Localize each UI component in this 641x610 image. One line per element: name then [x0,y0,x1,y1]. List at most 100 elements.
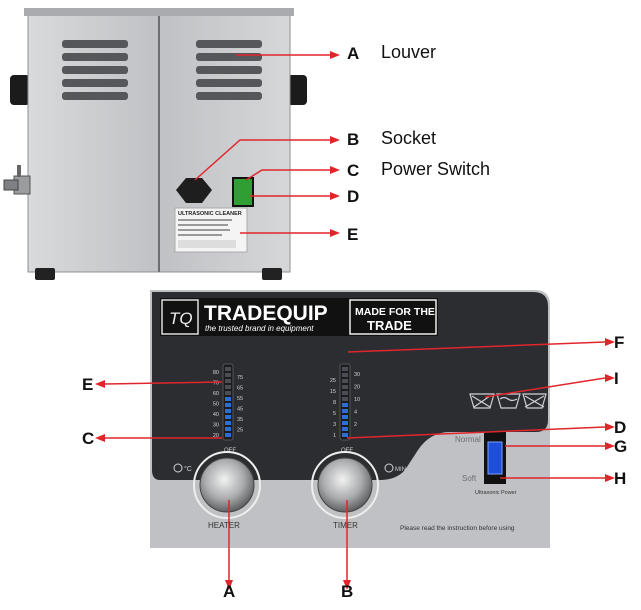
heater-right-tick-label: 65 [237,386,243,392]
badge-line1: MADE FOR THE [355,306,435,318]
power-socket [176,178,212,203]
heater-right-tick-label: 35 [237,417,243,423]
led-segment [225,367,231,371]
led-segment [342,415,348,419]
ultrasonic-switch [487,441,503,475]
left-handle [10,75,30,105]
power-switch [232,177,254,207]
led-segment [342,367,348,371]
heater-left-tick-label: 20 [213,433,219,439]
led-segment [342,427,348,431]
bottom-callout-G: G [614,437,628,456]
right-foot [262,268,282,280]
led-segment [225,403,231,407]
control-panel: TQ TRADEQUIP the trusted brand in equipm… [150,290,550,548]
right-handle [287,75,307,105]
led-segment [225,409,231,413]
timer-right-tick-label: 2 [354,422,357,428]
timer-right-tick-label: 10 [354,397,360,403]
timer-left-tick-label: 5 [333,411,336,417]
led-segment [342,409,348,413]
brand-mark-box [161,299,199,335]
brand-mark: TQ [169,309,193,328]
top-desc-C: Power Switch [381,159,491,179]
cleaner-back-view: ULTRASONIC CLEANER [3,8,340,280]
heater-right-tick-label: 45 [237,407,243,413]
led-segment [342,421,348,425]
timer-left-tick-label: 3 [333,422,336,428]
top-desc-B: Socket [381,128,437,148]
bottom-callout-lines [104,341,606,580]
top-callout-E: E [347,225,359,244]
top-callout-A: A [347,44,360,63]
timer-label: TIMER [333,521,358,530]
bottom-callout-H: H [614,469,627,488]
timer-left-tick-label: 25 [330,378,336,384]
bottom-callout-D: D [614,418,627,437]
led-segment [342,403,348,407]
led-segment [342,391,348,395]
led-segment [225,379,231,383]
heater-left-tick-label: 60 [213,391,219,397]
heater-label: HEATER [208,521,240,530]
heater-knob [199,457,255,513]
rating-sticker: ULTRASONIC CLEANER [174,207,248,253]
bottom-callout-F: F [614,333,625,352]
bottom-callout-I: I [614,369,619,388]
bottom-callout-E: E [82,375,94,394]
heater-left-tick-label: 70 [213,381,219,387]
led-segment [342,373,348,377]
instruction-text: Please read the instruction before using [400,525,515,532]
heater-right-tick-label: 55 [237,396,243,402]
top-callout-D: D [347,187,360,206]
top-desc-A: Louver [381,42,437,62]
soft-label: Soft [462,474,477,483]
brand-name: TRADEQUIP [204,302,328,325]
led-segment [225,433,231,437]
top-callout-C: C [347,161,360,180]
timer-right-tick-label: 20 [354,385,360,391]
timer-left-tick-label: 15 [330,389,336,395]
louver-left [62,40,128,100]
heater-left-tick-label: 30 [213,423,219,429]
ultrasonic-power-label: Ultrasonic Power [475,490,517,496]
sticker-title: ULTRASONIC CLEANER [178,211,242,217]
heater-unit: °C [184,465,192,473]
timer-knob [317,457,373,513]
led-segment [342,385,348,389]
led-segment [225,391,231,395]
heater-left-tick-label: 40 [213,412,219,418]
brand-tagline: the trusted brand in equipment [205,324,314,333]
led-segment [225,373,231,377]
led-segment [342,433,348,437]
timer-unit: MIN [395,467,406,473]
top-callout-B: B [347,130,360,149]
timer-left-tick-label: 8 [333,400,336,406]
led-segment [342,397,348,401]
led-segment [225,397,231,401]
heater-left-tick-label: 80 [213,370,219,376]
led-segment [225,415,231,419]
badge-line2: TRADE [367,318,412,333]
heater-off-label: OFF [224,448,236,454]
top-callout-lines [194,54,330,234]
normal-label: Normal [455,435,481,444]
timer-right-tick-label: 30 [354,372,360,378]
timer-off-label: OFF [341,448,353,454]
heater-right-tick-label: 75 [237,375,243,381]
louver-right [196,40,262,100]
bottom-callout-B: B [341,582,354,601]
led-segment [225,421,231,425]
care-symbols [469,393,547,409]
drain-valve [3,165,31,195]
timer-left-tick-label: 1 [333,433,336,439]
led-segment [225,385,231,389]
heater-right-tick-label: 25 [237,428,243,434]
led-segment [225,427,231,431]
bottom-callout-C: C [82,429,95,448]
led-segment [342,379,348,383]
trade-badge: MADE FOR THE TRADE [349,299,437,335]
